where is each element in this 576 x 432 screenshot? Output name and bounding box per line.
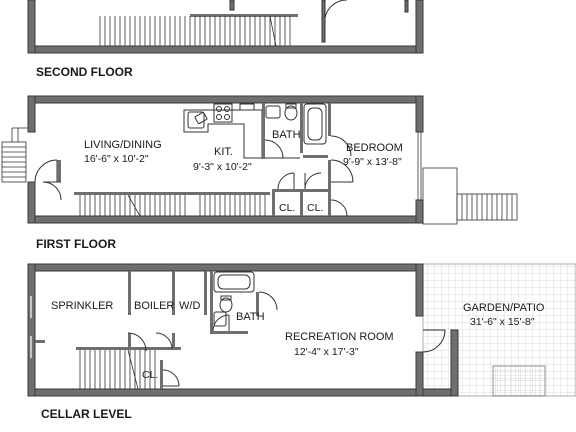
stove-icon [213, 103, 233, 123]
kitchen-dims: 9'-3" x 10'-2" [193, 161, 252, 173]
cellar-closet-label: CL. [142, 369, 158, 381]
cellar-wall-right-upper [415, 263, 424, 317]
bathtub-icon [303, 103, 327, 145]
first-floor-wall-left-upper [27, 95, 36, 133]
cellar-wall-patio [450, 329, 459, 397]
garden-patio-dims: 31'-6" x 15'-8" [470, 316, 535, 328]
bedroom-partitions [328, 103, 354, 216]
first-floor-bath-fixtures [262, 103, 328, 159]
garden-steps [492, 365, 546, 397]
first-floor-wall-top [27, 95, 424, 104]
first-floor-wall-bottom [27, 215, 424, 224]
first-floor-plan: LIVING/DINING 16'-6" x 10'-2" KIT. 9'-3"… [1, 95, 518, 251]
first-floor-rear-deck [417, 132, 518, 225]
second-floor-label: SECOND FLOOR [36, 65, 133, 79]
first-floor-label: FIRST FLOOR [36, 237, 116, 251]
cellar-bath-label: BATH [236, 311, 265, 323]
cellar-wall-top [27, 263, 424, 272]
living-dining-label: LIVING/DINING [84, 139, 162, 151]
bedroom-dims: 9'-9" x 13'-8" [343, 156, 402, 168]
cellar-bath-fixtures [213, 271, 278, 327]
recreation-room-dims: 12'-4" x 17'-3" [294, 346, 359, 358]
first-bath-label: BATH [272, 129, 301, 141]
cellar-wall-bottom [27, 388, 459, 397]
closet-2-label: CL. [307, 202, 323, 214]
cellar-toilet-icon [219, 297, 233, 313]
cellar-doors [127, 314, 446, 387]
wd-label: W/D [179, 300, 200, 312]
first-floor-closets [272, 172, 348, 217]
second-floor-plan: SECOND FLOOR [27, 0, 424, 79]
cellar-wall-right-lower [415, 351, 424, 397]
first-floor-front-stoop [1, 127, 28, 183]
living-dining-dims: 16'-6" x 10'-2" [84, 153, 149, 165]
cellar-level-label: CELLAR LEVEL [41, 407, 132, 421]
cellar-wall-left [27, 263, 36, 397]
second-floor-wall-bottom [27, 45, 424, 54]
first-floor-stairs [74, 192, 270, 217]
boiler-label: BOILER [134, 300, 174, 312]
first-floor-wall-left-lower [27, 181, 36, 224]
second-floor-wall-stub [190, 14, 298, 17]
second-floor-partition [229, 0, 409, 43]
first-floor-wall-right-upper [415, 95, 424, 133]
garden-patio-label: GARDEN/PATIO [463, 302, 545, 314]
cellar-level-plan: SPRINKLER BOILER W/D BATH RECREATION ROO… [27, 263, 576, 421]
bedroom-label: BEDROOM [346, 142, 403, 154]
kitchen-label: KIT. [214, 146, 233, 158]
toilet-icon [284, 105, 298, 121]
cellar-stairs [79, 349, 156, 390]
cellar-sink-icon [213, 311, 227, 327]
cellar-bathtub-icon [213, 271, 255, 293]
sink-icon [265, 105, 281, 119]
second-floor-wall-left [27, 0, 36, 54]
second-floor-wall-right [415, 0, 424, 54]
recreation-room-label: RECREATION ROOM [285, 331, 394, 343]
first-floor-wall-right-lower [415, 199, 424, 224]
kitchen-sink-icon [187, 111, 205, 129]
second-floor-stairs [99, 15, 291, 47]
cellar-partitions [35, 271, 248, 389]
sprinkler-label: SPRINKLER [51, 300, 113, 312]
first-floor-entry-door [34, 159, 62, 201]
closet-1-label: CL. [279, 202, 295, 214]
